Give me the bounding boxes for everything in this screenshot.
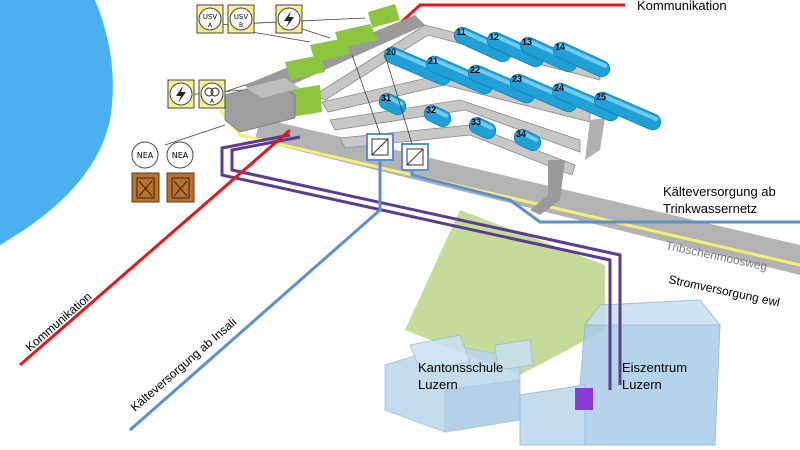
fuel-tank-icon-1 xyxy=(131,172,160,203)
usv-b-icon: USV B xyxy=(227,4,255,34)
heat-exchanger-icon-1 xyxy=(366,133,394,161)
module-number: 32 xyxy=(426,105,436,115)
lake xyxy=(0,0,113,245)
lightning-icon-left xyxy=(167,79,195,109)
module-number: 33 xyxy=(471,117,481,127)
eiszentrum-feed xyxy=(575,388,593,410)
module-number: 25 xyxy=(596,92,606,102)
sports-field xyxy=(405,210,605,375)
label-kaelte-insali: Kälteversorgung ab Insali xyxy=(128,315,239,414)
purple-pipe-1 xyxy=(220,133,612,390)
cylinder-module: 32 xyxy=(423,105,452,127)
cylinder-module: 14 xyxy=(552,41,611,78)
svg-text:USV: USV xyxy=(203,13,218,21)
heat-exchanger-icon-2 xyxy=(401,143,429,171)
cylinder-module: 34 xyxy=(513,129,542,151)
cylinder-module: 33 xyxy=(468,117,497,139)
label-kantonsschule-1: Kantonsschule xyxy=(418,360,503,375)
cooling-line-insali xyxy=(129,150,382,432)
green-modules xyxy=(224,4,400,133)
svg-text:A: A xyxy=(210,98,215,105)
module-number: 24 xyxy=(554,83,564,93)
communication-line-left xyxy=(19,128,291,367)
svg-text:NEA: NEA xyxy=(172,151,189,160)
label-kaelte-trinkwasser-2: Trinkwassernetz xyxy=(663,201,757,216)
label-eiszentrum-1: Eiszentrum xyxy=(622,360,687,375)
module-number: 21 xyxy=(428,56,438,66)
kantonsschule-building xyxy=(384,334,534,433)
module-number: 14 xyxy=(555,42,565,52)
lightning-icon-top xyxy=(275,4,303,34)
transformer-icon: A xyxy=(198,79,226,109)
usv-a-icon: USV A xyxy=(196,4,224,34)
module-number: 23 xyxy=(512,74,522,84)
module-number: 20 xyxy=(386,47,396,57)
label-kommunikation-left: Kommunikation xyxy=(23,289,95,354)
heat-exchanger-leader xyxy=(351,54,413,145)
module-number: 11 xyxy=(456,27,466,37)
label-eiszentrum-2: Luzern xyxy=(622,377,662,392)
cylinder-module: 25 xyxy=(593,91,662,131)
nea-icon-1: NEA xyxy=(131,141,159,169)
svg-text:USV: USV xyxy=(234,13,249,21)
fuel-tank-icon-2 xyxy=(166,172,195,203)
svg-text:B: B xyxy=(239,22,243,29)
cylinder-modules: 11 12 13 14 20 21 22 23 24 25 31 32 33 34 xyxy=(378,26,662,151)
module-number: 31 xyxy=(381,93,391,103)
nea-icon-2: NEA xyxy=(166,141,194,169)
label-kommunikation-top: Kommunikation xyxy=(637,0,727,13)
module-number: 13 xyxy=(522,37,532,47)
module-number: 22 xyxy=(470,65,480,75)
module-number: 12 xyxy=(489,32,499,42)
purple-pipe-2 xyxy=(230,135,622,385)
svg-text:NEA: NEA xyxy=(137,151,154,160)
label-kaelte-trinkwasser-1: Kälteversorgung ab xyxy=(663,184,776,199)
label-kantonsschule-2: Luzern xyxy=(418,377,458,392)
communication-line-top xyxy=(393,3,625,30)
module-number: 34 xyxy=(516,129,526,139)
cylinder-module: 31 xyxy=(378,93,407,115)
svg-text:A: A xyxy=(208,22,213,29)
